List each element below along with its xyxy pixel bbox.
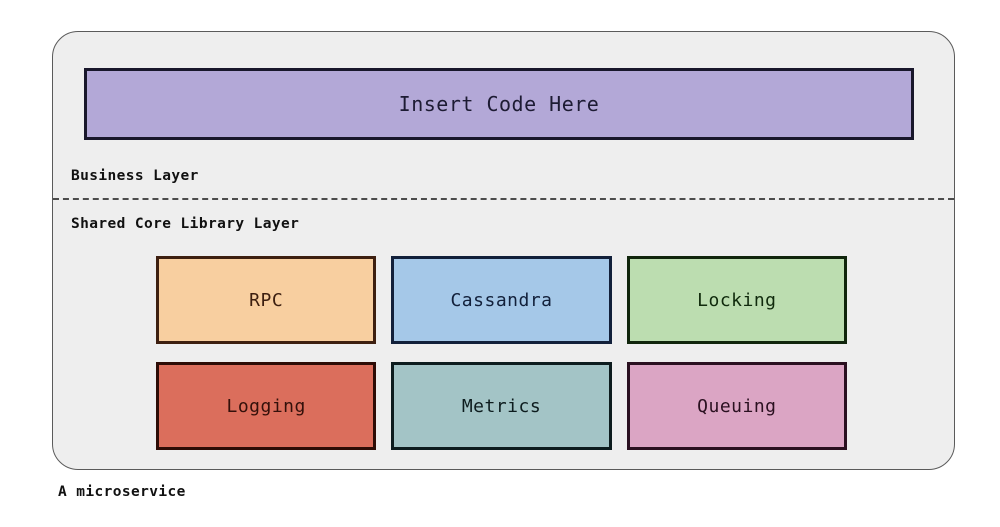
component-label-queuing: Queuing — [697, 395, 777, 417]
component-label-cassandra: Cassandra — [450, 289, 553, 311]
component-label-metrics: Metrics — [461, 395, 542, 417]
shared-core-library-layer-label: Shared Core Library Layer — [71, 216, 300, 232]
component-box-queuing: Queuing — [626, 362, 847, 450]
component-grid: RPC Cassandra Locking Logging Metrics Qu… — [156, 256, 847, 450]
component-label-locking: Locking — [697, 289, 777, 311]
insert-code-here-box: Insert Code Here — [84, 68, 914, 140]
component-box-logging: Logging — [156, 362, 377, 450]
microservice-container: Insert Code Here Business Layer Shared C… — [52, 31, 955, 470]
component-box-metrics: Metrics — [391, 362, 612, 450]
layer-divider — [53, 198, 954, 200]
diagram-caption: A microservice — [58, 484, 186, 500]
business-layer-label: Business Layer — [71, 168, 199, 184]
component-box-cassandra: Cassandra — [391, 256, 612, 344]
insert-code-here-label: Insert Code Here — [398, 92, 600, 116]
component-box-rpc: RPC — [156, 256, 377, 344]
component-label-rpc: RPC — [249, 289, 284, 311]
component-box-locking: Locking — [626, 256, 847, 344]
component-label-logging: Logging — [226, 395, 306, 417]
